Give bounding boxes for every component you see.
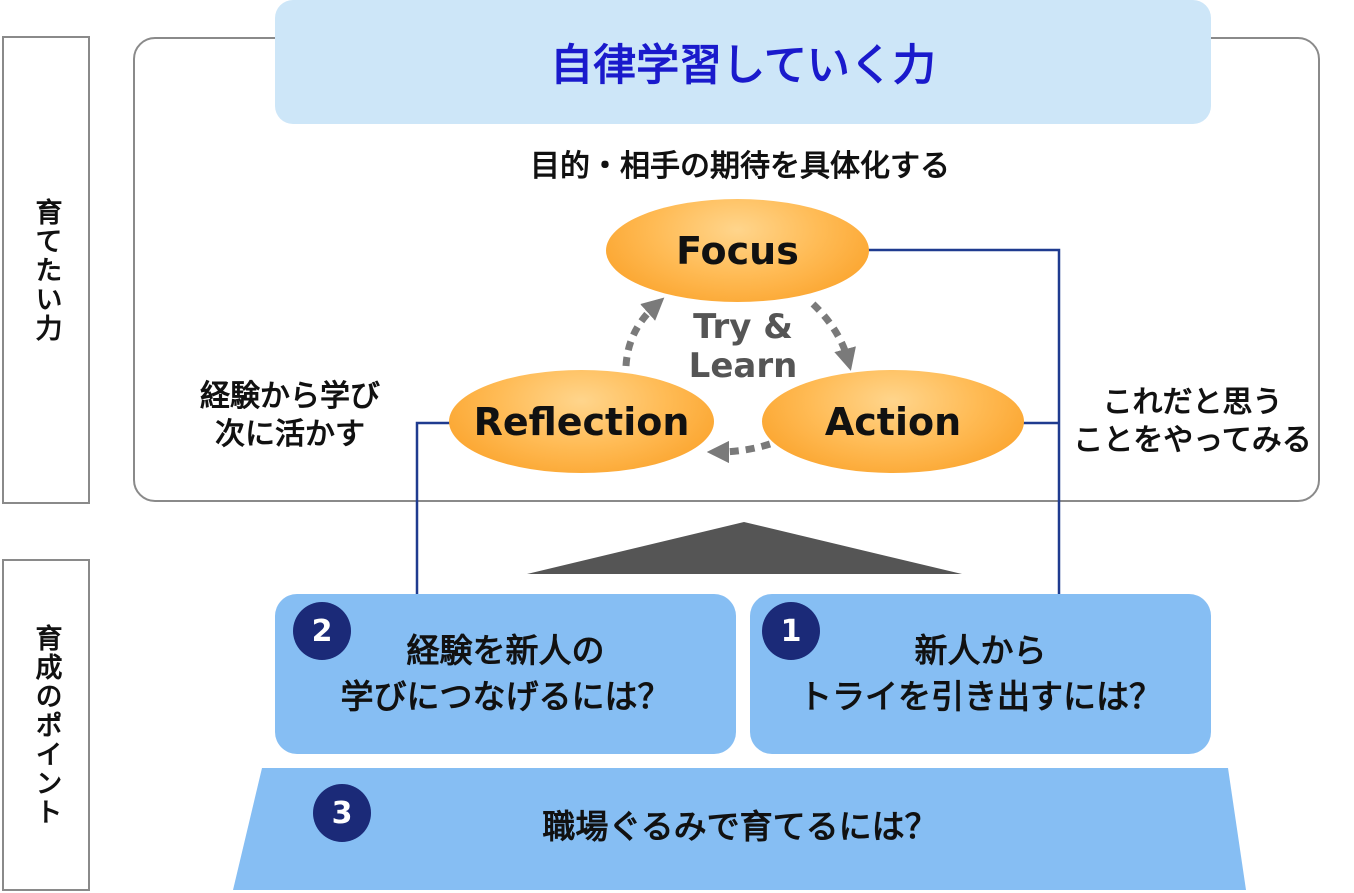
side-box-bottom: 育成のポイント [2,559,90,891]
side-box-top: 育てたい力 [2,36,90,504]
arrow-reflection-to-focus [622,297,665,367]
title-banner: 自律学習していく力 [275,0,1211,124]
point-2-line2: 学びにつなげるには？ [340,677,671,716]
action-caption: これだと思う ことをやってみる [1065,384,1320,459]
arrow-action-to-reflection [706,440,772,464]
learn-label: Learn [688,346,798,387]
action-caption-line1: これだと思う [1102,385,1283,420]
point-3-text: 職場ぐるみで育てるには？ [542,807,938,846]
try-label: Try & [693,307,793,347]
number-badge-2: 2 [293,602,351,660]
point-2-line1: 経験を新人の [406,630,605,670]
up-triangle [527,522,962,574]
action-label: Action [824,399,962,444]
point-box-1: 新人から トライを引き出すには？ [750,594,1211,754]
reflection-label: Reflection [473,399,690,444]
number-badge-3: 3 [313,784,371,842]
reflection-caption-line2: 次に活かす [215,416,365,452]
page-title: 自律学習していく力 [550,41,936,91]
side-label-bottom: 育成のポイント [30,623,62,827]
point-1-line2: トライを引き出すには？ [799,677,1162,716]
focus-caption: 目的・相手の期待を具体化する [530,149,950,184]
point-box-2: 経験を新人の 学びにつなげるには？ [275,594,736,754]
reflection-caption-line1: 経験から学び [200,379,380,414]
reflection-ellipse: Reflection [449,370,714,473]
point-1-line1: 新人から [914,630,1047,670]
side-label-top: 育てたい力 [30,197,62,343]
focus-connector [846,248,1061,594]
try-and-learn: Try & Learn [668,307,818,387]
action-caption-line2: ことをやってみる [1073,422,1312,458]
bottom-trapezoid [233,768,1246,890]
focus-label: Focus [676,228,799,273]
number-badge-1: 1 [762,602,820,660]
focus-ellipse: Focus [606,199,869,302]
reflection-connector [415,421,463,594]
reflection-caption: 経験から学び 次に活かす [170,378,410,453]
arrow-focus-to-action [810,301,856,371]
action-ellipse: Action [762,370,1024,473]
